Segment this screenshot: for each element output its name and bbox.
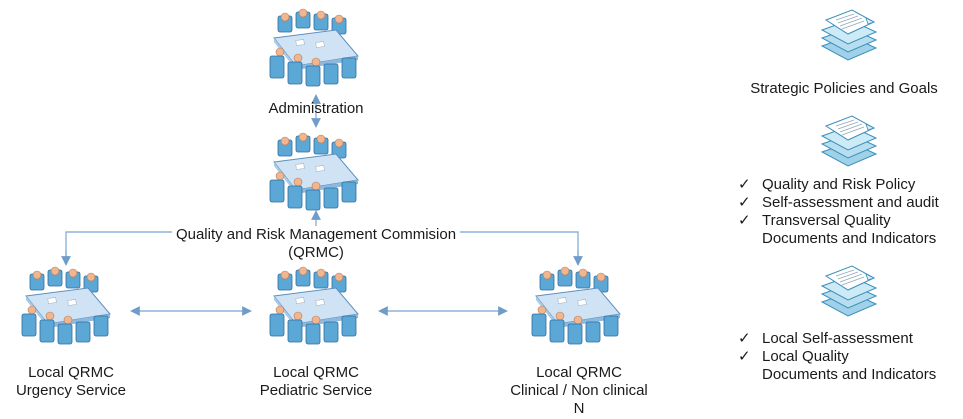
local-documents-icon xyxy=(821,265,877,317)
check-icon: ✓ xyxy=(738,194,751,211)
list-item-text: Transversal Quality xyxy=(762,212,891,229)
list-item-text: Self-assessment and audit xyxy=(762,194,939,211)
check-icon: ✓ xyxy=(738,176,751,193)
list-item-continuation: Documents and Indicators xyxy=(762,366,937,383)
clinical-label-line3: N xyxy=(573,400,585,417)
clinical-label: Local QRMC Clinical / Non clinical N xyxy=(486,364,672,418)
list-item-text: Local Self-assessment xyxy=(762,330,913,347)
check-icon: ✓ xyxy=(738,330,751,347)
strategic-label-text: Strategic Policies and Goals xyxy=(750,80,938,97)
qrmc-label-line2: (QRMC) xyxy=(288,244,344,261)
list-item-text: Quality and Risk Policy xyxy=(762,176,916,193)
check-icon: ✓ xyxy=(738,212,751,229)
urgency-label: Local QRMC Urgency Service xyxy=(6,364,136,400)
central-documents-icon xyxy=(821,115,877,167)
central-document-list: ✓ Quality and Risk Policy ✓ Self-assessm… xyxy=(738,176,939,248)
list-item: ✓ Local Self-assessment xyxy=(738,330,936,348)
check-icon: ✓ xyxy=(738,348,751,365)
pediatric-label-line1: Local QRMC xyxy=(273,364,359,381)
list-item: ✓ Transversal Quality xyxy=(738,212,939,230)
list-item: ✓ Quality and Risk Policy xyxy=(738,176,939,194)
urgency-meeting-icon xyxy=(21,266,111,345)
strategic-documents-icon xyxy=(821,9,877,61)
list-item: ✓ Self-assessment and audit xyxy=(738,194,939,212)
urgency-label-line2: Urgency Service xyxy=(15,382,127,399)
strategic-label: Strategic Policies and Goals xyxy=(736,80,952,98)
clinical-meeting-icon xyxy=(531,266,621,345)
clinical-label-line2: Clinical / Non clinical xyxy=(510,382,648,399)
list-item-text: Local Quality xyxy=(762,348,849,365)
administration-meeting-icon xyxy=(269,8,359,87)
pediatric-label-line2: Pediatric Service xyxy=(259,382,373,399)
administration-label-text: Administration xyxy=(268,100,364,117)
pediatric-meeting-icon xyxy=(269,266,359,345)
qrmc-label-line1: Quality and Risk Management Commision xyxy=(171,226,461,244)
qrmc-meeting-icon xyxy=(269,132,359,211)
list-item: ✓ Local Quality xyxy=(738,348,936,366)
qrmc-label: Quality and Risk Management Commision (Q… xyxy=(136,226,496,262)
clinical-label-line1: Local QRMC xyxy=(536,364,622,381)
pediatric-label: Local QRMC Pediatric Service xyxy=(246,364,386,400)
urgency-label-line1: Local QRMC xyxy=(28,364,114,381)
administration-label: Administration xyxy=(236,100,396,118)
list-item-continuation: Documents and Indicators xyxy=(762,230,937,247)
local-document-list: ✓ Local Self-assessment ✓ Local Quality … xyxy=(738,330,936,384)
